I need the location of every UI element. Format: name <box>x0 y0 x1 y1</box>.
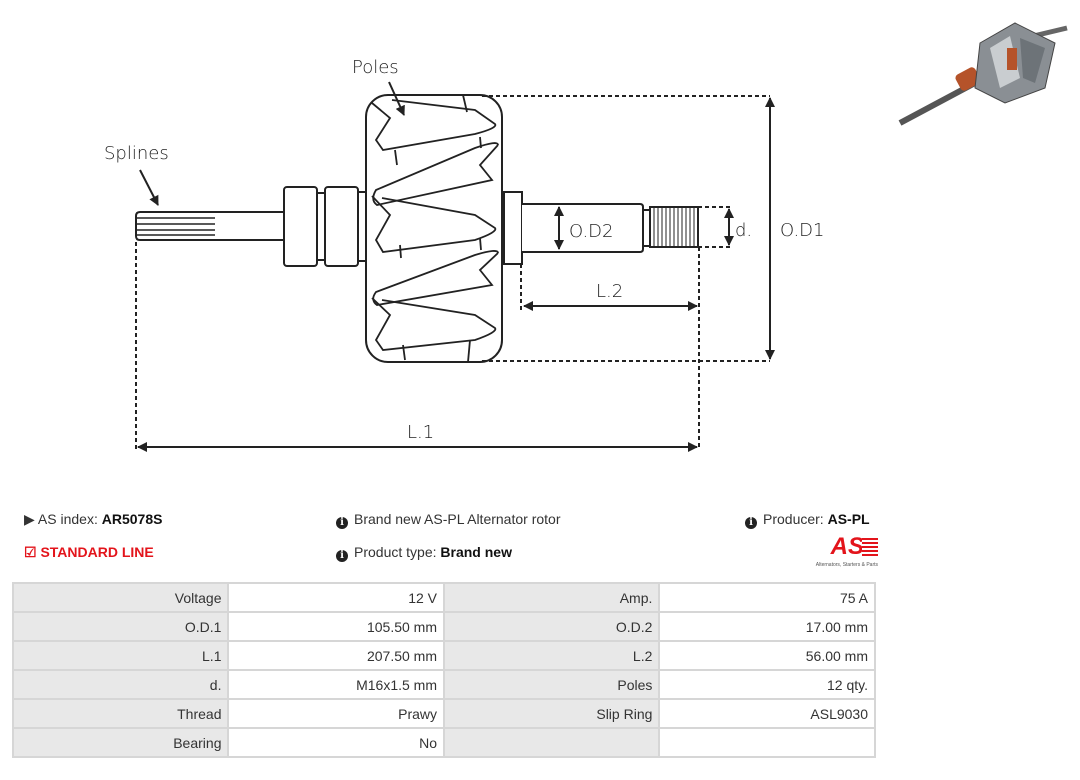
spec-value <box>658 727 876 758</box>
spec-key <box>443 727 661 758</box>
as-index: ▶ AS index: AR5078S <box>24 511 163 527</box>
spec-key: L.2 <box>443 640 661 671</box>
product-photo <box>898 22 1068 126</box>
logo-stripes <box>862 538 878 556</box>
producer-value: AS-PL <box>827 511 870 527</box>
info-icon: i <box>745 517 757 529</box>
right-collar <box>503 191 523 265</box>
checkbox-icon: ☑ <box>24 544 37 560</box>
spec-key: L.1 <box>11 640 230 671</box>
spec-value: 56.00 mm <box>658 640 876 671</box>
splines-pointer <box>139 169 159 206</box>
label-splines: Splines <box>104 143 169 164</box>
spline-lines <box>137 217 215 236</box>
label-od2: O.D2 <box>569 221 613 242</box>
as-index-value: AR5078S <box>101 511 163 527</box>
spec-value: 75 A <box>658 582 876 613</box>
label-d: d. <box>735 220 752 241</box>
spec-value: No <box>227 727 446 758</box>
pole-body <box>365 94 503 363</box>
spec-key: Amp. <box>443 582 661 613</box>
spec-key: Thread <box>11 698 230 729</box>
label-l2: L.2 <box>596 281 623 302</box>
spec-value: 207.50 mm <box>227 640 446 671</box>
collar-1 <box>283 186 318 267</box>
spec-key: d. <box>11 669 230 700</box>
as-pl-logo: AS Alternators, Starters & Parts <box>815 533 878 568</box>
poles-pointer <box>388 81 405 116</box>
info-icon: i <box>336 550 348 562</box>
spec-key: Voltage <box>11 582 230 613</box>
spec-value: ASL9030 <box>658 698 876 729</box>
standard-line-badge: ☑ STANDARD LINE <box>24 544 154 560</box>
spline-shaft <box>135 211 286 241</box>
spec-key: O.D.1 <box>11 611 230 642</box>
tag-icon: ▶ <box>24 511 35 527</box>
label-od1: O.D1 <box>780 220 824 241</box>
spec-value: 105.50 mm <box>227 611 446 642</box>
spec-key: Poles <box>443 669 661 700</box>
spec-key: O.D.2 <box>443 611 661 642</box>
spec-value: 12 V <box>227 582 446 613</box>
spec-value: 12 qty. <box>658 669 876 700</box>
rotor-technical-drawing: Poles Splines O.D2 d. O.D1 L.2 L.1 <box>104 57 824 452</box>
spec-value: Prawy <box>227 698 446 729</box>
product-type-value: Brand new <box>440 544 512 560</box>
collar-2 <box>324 186 359 267</box>
label-l1: L.1 <box>407 422 434 443</box>
spec-key: Slip Ring <box>443 698 661 729</box>
spec-key: Bearing <box>11 727 230 758</box>
spec-value: M16x1.5 mm <box>227 669 446 700</box>
spec-value: 17.00 mm <box>658 611 876 642</box>
label-poles: Poles <box>352 57 399 78</box>
info-icon: i <box>336 517 348 529</box>
pole-claws <box>371 94 499 363</box>
